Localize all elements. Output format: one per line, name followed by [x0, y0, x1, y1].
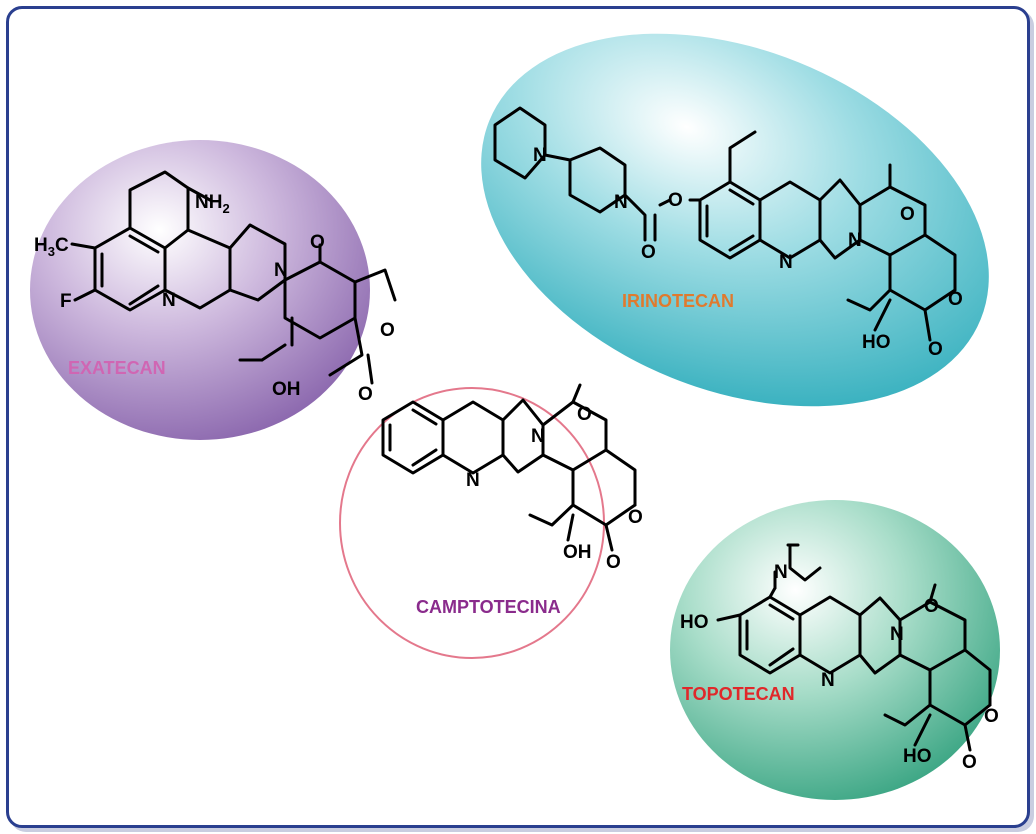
exatecan-hydroxyl: OH	[272, 379, 301, 400]
topotecan-name: TOPOTECAN	[682, 684, 795, 704]
exatecan-structure: NH2 H3C F N N O O O OH	[34, 170, 397, 405]
irinotecan-n-ring: N	[779, 252, 793, 273]
topotecan-structure: N HO N N O O O HO	[680, 543, 999, 773]
exatecan-o-ring: O	[380, 320, 395, 341]
camptotecina-structure: N N O O O OH	[381, 383, 643, 573]
exatecan-amine: NH2	[195, 192, 230, 216]
exatecan-n-lactam: N	[274, 260, 288, 281]
exatecan-fluoro: F	[60, 291, 72, 312]
topotecan-n-lactam: N	[890, 624, 904, 645]
topotecan-o-lactone: O	[962, 752, 977, 773]
topotecan-o-carbonyl: O	[924, 596, 939, 617]
camptotecina-name: CAMPTOTECINA	[416, 597, 561, 617]
irinotecan-n-lactam: N	[848, 230, 862, 251]
topotecan-n-dimethyl: N	[774, 562, 788, 583]
irinotecan-o-ester: O	[668, 190, 683, 211]
irinotecan-structure: N N O O N N O O O HO	[493, 106, 963, 360]
topotecan-o-ring: O	[984, 706, 999, 727]
exatecan-o-carbonyl: O	[310, 232, 325, 253]
exatecan-o-lactone: O	[358, 384, 373, 405]
camptotecina-o-carbonyl: O	[577, 404, 592, 425]
irinotecan-n-piperidine2: N	[614, 192, 628, 213]
camptotecina-hydroxyl: OH	[563, 542, 592, 563]
topotecan-bubble	[670, 500, 1000, 800]
camptotecina-o-lactone: O	[606, 552, 621, 573]
exatecan-bubble	[30, 140, 370, 440]
camptotecina-n-ring: N	[466, 470, 480, 491]
camptotecina-o-ring: O	[628, 507, 643, 528]
camptotecina-bubble	[339, 387, 605, 659]
exatecan-methyl: H3C	[34, 235, 69, 259]
exatecan-name: EXATECAN	[68, 358, 166, 378]
exatecan-n-ring: N	[162, 290, 176, 311]
topotecan-hydroxyl-ar: HO	[680, 612, 709, 633]
irinotecan-o-carbamate: O	[641, 242, 656, 263]
topotecan-n-ring: N	[821, 670, 835, 691]
irinotecan-o-carbonyl: O	[900, 204, 915, 225]
topotecan-hydroxyl: HO	[903, 746, 932, 767]
camptotecina-n-lactam: N	[531, 426, 545, 447]
irinotecan-name: IRINOTECAN	[622, 291, 734, 311]
irinotecan-hydroxyl: HO	[862, 332, 891, 353]
irinotecan-bubble	[481, 33, 989, 407]
irinotecan-o-lactone: O	[928, 339, 943, 360]
irinotecan-n-piperidine: N	[533, 145, 547, 166]
irinotecan-o-ring: O	[948, 289, 963, 310]
